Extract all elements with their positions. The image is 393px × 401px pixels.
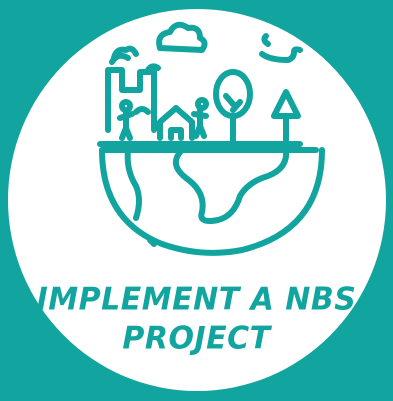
person-icon xyxy=(191,107,209,139)
island-icon xyxy=(99,147,325,256)
person-icon xyxy=(117,109,135,141)
title-line-2: PROJECT xyxy=(122,320,271,357)
swirl-icon xyxy=(259,33,303,63)
title-line-1: IMPLEMENT A NBS xyxy=(36,281,357,318)
house-icon xyxy=(157,105,195,141)
cloud-icon xyxy=(156,21,208,53)
badge-disc xyxy=(8,9,386,391)
pine-tree-icon xyxy=(271,89,301,143)
factory-icon xyxy=(105,67,157,133)
cloud-icon xyxy=(111,45,139,61)
